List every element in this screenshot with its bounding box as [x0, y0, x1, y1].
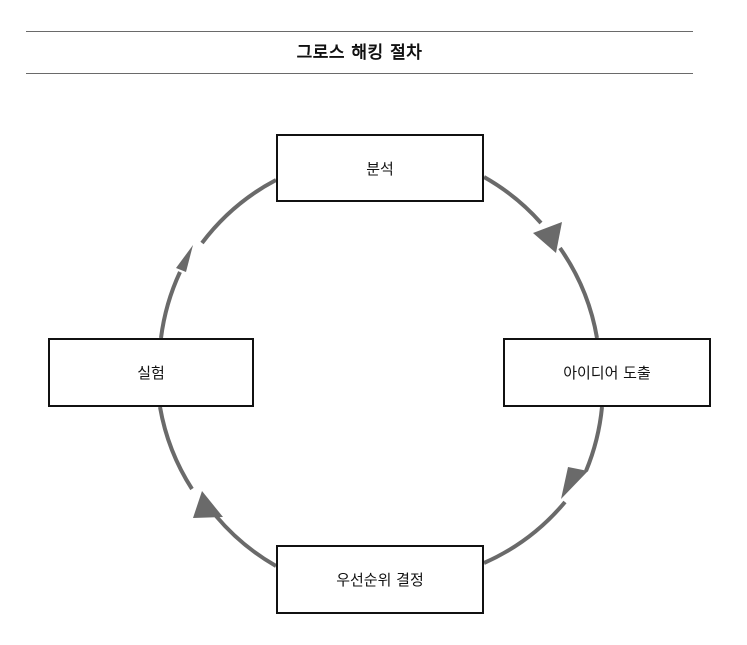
title-bottom-rule	[26, 73, 693, 74]
step-ideation-label: 아이디어 도출	[563, 364, 651, 382]
step-experiment-box: 실험	[48, 338, 254, 407]
arc-bottom-to-left	[214, 514, 277, 568]
arc-left-to-top-tail	[200, 178, 277, 245]
arc-left-to-top	[159, 271, 182, 339]
arrowhead-up-right-icon	[176, 245, 193, 272]
step-experiment-label: 실험	[137, 364, 165, 382]
step-ideation-box: 아이디어 도출	[503, 338, 711, 407]
arc-right-to-bottom	[584, 406, 604, 472]
arrowhead-up-left-icon	[193, 491, 223, 518]
arc-top-to-right-tail	[558, 246, 599, 339]
step-prioritization-box: 우선순위 결정	[276, 545, 484, 614]
arrowhead-down-right-icon	[533, 222, 562, 253]
step-prioritization-label: 우선순위 결정	[336, 571, 424, 589]
arrowhead-down-left-icon	[561, 467, 588, 499]
page-title: 그로스 해킹 절차	[296, 43, 423, 63]
step-analysis-label: 분석	[366, 159, 394, 178]
step-analysis-box: 분석	[276, 134, 484, 202]
arc-right-to-bottom-tail	[483, 500, 567, 565]
arc-top-to-right	[483, 175, 543, 225]
arc-bottom-to-left-tail	[158, 406, 194, 491]
title-top-rule	[26, 31, 693, 32]
